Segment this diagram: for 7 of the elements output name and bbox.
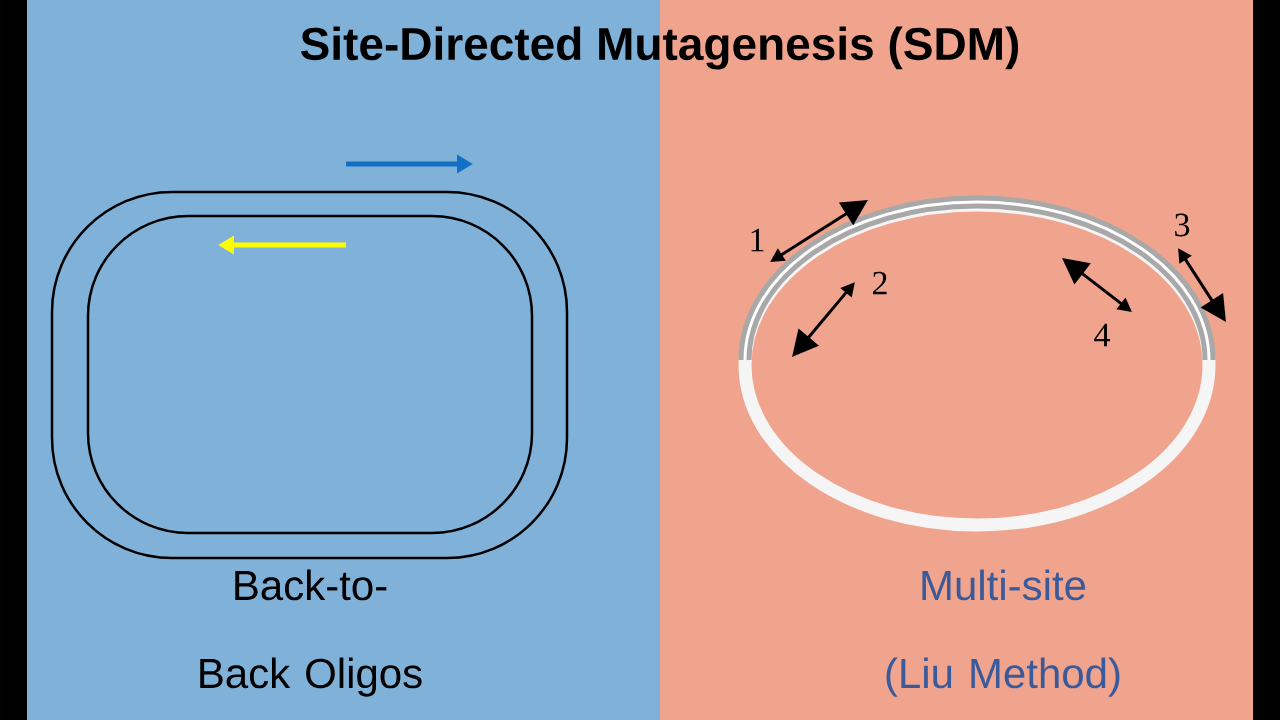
title: Site-Directed Mutagenesis (SDM) xyxy=(300,26,1019,70)
callout-number: 1 xyxy=(751,228,764,252)
callout-number: 4 xyxy=(1094,323,1110,347)
callout-number: 3 xyxy=(1175,213,1190,237)
callout-number: 2 xyxy=(873,271,887,295)
caption: Back-to-Back Oligos xyxy=(200,569,422,697)
caption: Multi-site (Liu Method) xyxy=(886,569,1120,697)
